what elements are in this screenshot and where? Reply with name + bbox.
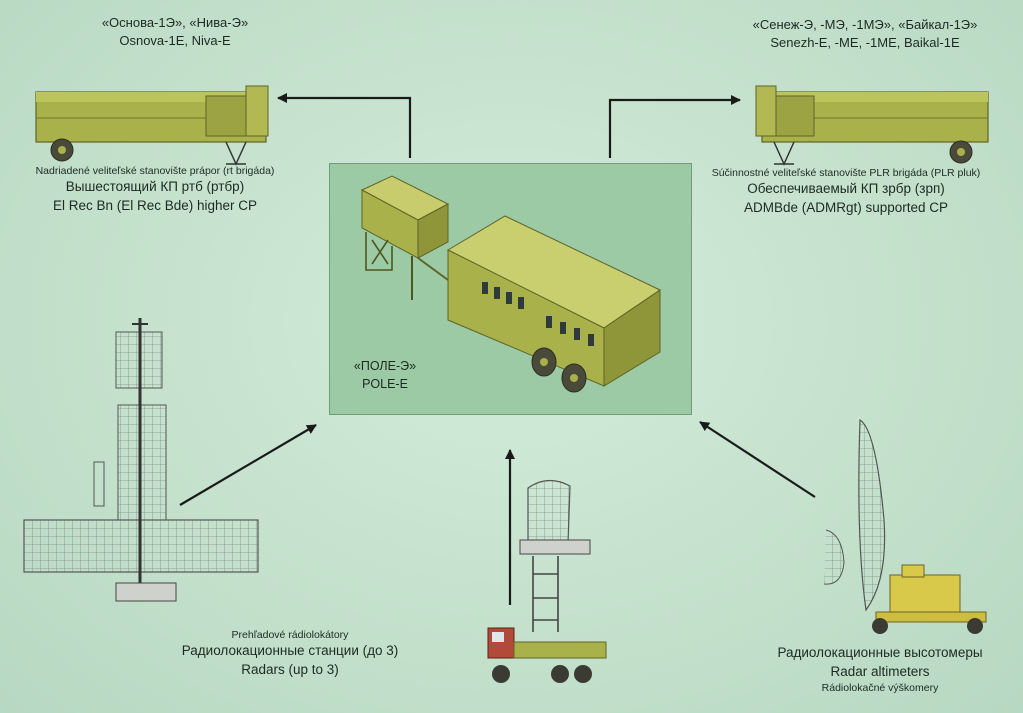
supported-cp-caption: Súčinnostné veliteľské stanovište PLR br… bbox=[690, 166, 1002, 218]
higher-cp-title: «Основа-1Э», «Нива-Э» Osnova-1E, Niva-E bbox=[60, 14, 290, 50]
higher-cp-sk-caption: Nadriadené veliteľské stanovište prápor … bbox=[35, 165, 275, 177]
radars-en-caption: Radars (up to 3) bbox=[241, 662, 339, 678]
radar-altimeter-illustration bbox=[823, 418, 987, 634]
altimeters-caption: Радиолокационные высотомеры Radar altime… bbox=[755, 644, 1005, 696]
supported-cp-en-caption: ADMBde (ADMRgt) supported CP bbox=[743, 200, 949, 216]
supported-cp-ru-name: «Сенеж-Э, -МЭ, -1МЭ», «Байкал-1Э» bbox=[752, 17, 978, 32]
arrow-to-supported-cp bbox=[608, 95, 741, 158]
arrow-to-higher-cp bbox=[277, 93, 412, 158]
arrow-from-radars bbox=[179, 424, 317, 506]
higher-cp-en-caption: El Rec Bn (El Rec Bde) higher CP bbox=[52, 198, 258, 214]
supported-cp-sk-caption: Súčinnostné veliteľské stanovište PLR br… bbox=[711, 167, 981, 179]
altimeters-ru-caption: Радиолокационные высотомеры bbox=[777, 645, 983, 660]
radars-caption: Prehľadové rádiolokátory Радиолокационны… bbox=[160, 628, 420, 680]
altimeters-en-caption: Radar altimeters bbox=[830, 663, 930, 679]
surveillance-radar-illustration bbox=[23, 318, 259, 602]
radars-sk-caption: Prehľadové rádiolokátory bbox=[231, 629, 349, 641]
altimeters-sk-caption: Rádiolokačné výškomery bbox=[821, 682, 939, 695]
supported-cp-trailer-illustration bbox=[755, 85, 989, 166]
supported-cp-title: «Сенеж-Э, -МЭ, -1МЭ», «Байкал-1Э» Senezh… bbox=[730, 16, 1000, 52]
higher-cp-caption: Nadriadené veliteľské stanovište prápor … bbox=[10, 164, 300, 216]
connection-arrows bbox=[179, 93, 816, 605]
pole-e-vehicle-illustration bbox=[360, 175, 662, 393]
pole-e-en-name: POLE-E bbox=[362, 376, 408, 391]
arrow-from-altimeters bbox=[699, 421, 816, 498]
higher-cp-ru-caption: Вышестоящий КП ртб (ртбр) bbox=[65, 179, 245, 195]
pole-e-label: «ПОЛЕ-Э» POLE-E bbox=[340, 358, 430, 393]
radars-ru-caption: Радиолокационные станции (до 3) bbox=[181, 643, 399, 659]
truck-radar-illustration bbox=[487, 479, 607, 683]
pole-e-ru-name: «ПОЛЕ-Э» bbox=[353, 359, 417, 373]
supported-cp-en-name: Senezh-E, -ME, -1ME, Baikal-1E bbox=[770, 34, 960, 50]
supported-cp-ru-caption: Обеспечиваемый КП зрбр (зрп) bbox=[747, 181, 945, 197]
higher-cp-trailer-illustration bbox=[35, 85, 269, 166]
higher-cp-en-name: Osnova-1E, Niva-E bbox=[119, 32, 231, 48]
higher-cp-ru-name: «Основа-1Э», «Нива-Э» bbox=[101, 15, 249, 30]
